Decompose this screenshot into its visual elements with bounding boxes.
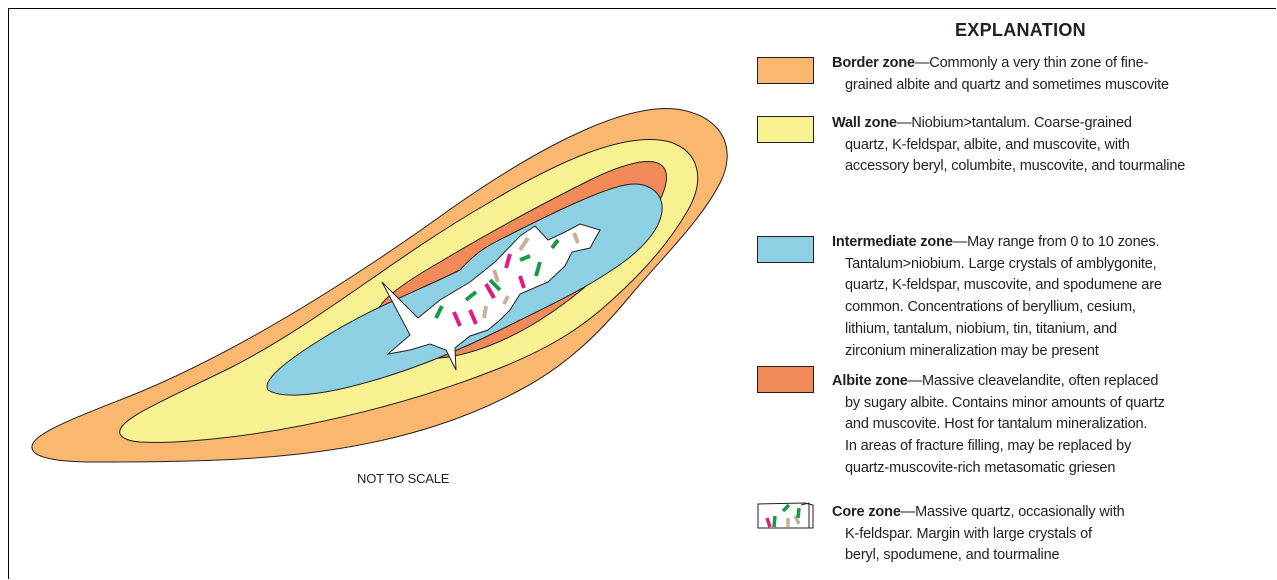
legend-entry-intermediate-zone: Intermediate zone—May range from 0 to 10… [832,232,1277,362]
legend-text: —Massive quartz, occasionally with [901,504,1125,520]
legend-text: —Massive cleavelandite, often replaced [908,373,1159,389]
legend-entry-wall-zone: Wall zone—Niobium>tantalum. Coarse-grain… [832,113,1277,178]
legend-text: lithium, tantalum, niobium, tin, titaniu… [832,319,1277,341]
legend-name: Core zone [832,504,901,520]
legend-text: zirconium mineralization may be present [832,341,1277,363]
legend-text: and muscovite. Host for tantalum mineral… [832,414,1277,436]
legend-name: Border zone [832,55,915,71]
legend-text: —Commonly a very thin zone of fine- [915,55,1148,71]
legend-name: Albite zone [832,373,908,389]
legend-text: by sugary albite. Contains minor amounts… [832,393,1277,415]
legend-entry-albite-zone: Albite zone—Massive cleavelandite, often… [832,371,1277,480]
legend-text: quartz, K-feldspar, muscovite, and spodu… [832,275,1277,297]
albite-zone-swatch [757,366,814,393]
legend-text: beryl, spodumene, and tourmaline [832,545,1277,567]
legend-text: —Niobium>tantalum. Coarse-grained [897,115,1132,131]
legend-text: quartz, K-feldspar, albite, and muscovit… [832,135,1277,157]
not-to-scale-note: NOT TO SCALE [357,471,449,486]
border-zone-swatch [757,57,814,84]
pegmatite-zoning-diagram [0,0,760,580]
legend-name: Intermediate zone [832,234,953,250]
legend-text: Tantalum>niobium. Large crystals of ambl… [832,254,1277,276]
legend-entry-border-zone: Border zone—Commonly a very thin zone of… [832,53,1277,96]
legend-text: quartz-muscovite-rich metasomatic griese… [832,458,1277,480]
legend-text: common. Concentrations of beryllium, ces… [832,297,1277,319]
legend-text: —May range from 0 to 10 zones. [953,234,1160,250]
core-zone-swatch [757,502,814,529]
legend-title: EXPLANATION [955,20,1086,41]
legend-name: Wall zone [832,115,897,131]
intermediate-zone-swatch [757,236,814,263]
legend-entry-core-zone: Core zone—Massive quartz, occasionally w… [832,502,1277,567]
legend-text: accessory beryl, columbite, muscovite, a… [832,156,1277,178]
core-zone-swatch-pattern [757,502,814,529]
legend-text: In areas of fracture filling, may be rep… [832,436,1277,458]
wall-zone-swatch [757,116,814,143]
legend-text: grained albite and quartz and sometimes … [832,75,1277,97]
legend-text: K-feldspar. Margin with large crystals o… [832,524,1277,546]
